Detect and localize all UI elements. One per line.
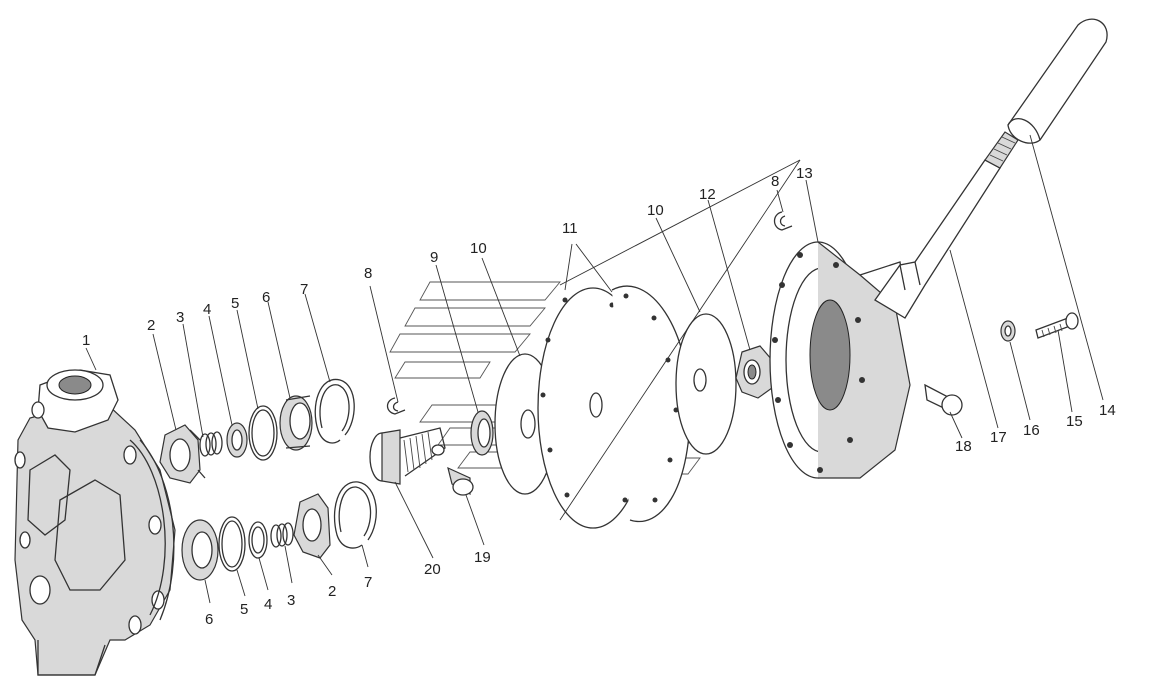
part-4-upper-washer	[226, 422, 248, 458]
callout-20: 20	[424, 561, 441, 578]
part-6-lower-cup	[181, 519, 219, 581]
callout-10-left: 10	[470, 240, 487, 257]
part-2-lower-seat	[293, 493, 331, 559]
part-7-lower-snap-ring	[333, 481, 377, 549]
callout-9: 9	[430, 249, 438, 266]
callout-7-lower: 7	[364, 574, 372, 591]
part-3-upper-spring	[199, 431, 223, 457]
part-15-screw	[1035, 312, 1079, 339]
part-8-right-clip	[773, 211, 793, 231]
leader-lines	[85, 134, 1104, 604]
part-13-cover	[769, 241, 911, 479]
part-8-left-clip	[386, 397, 406, 415]
part-1-valve-body	[14, 369, 176, 676]
part-12-nut	[735, 345, 773, 399]
callout-4-upper: 4	[203, 301, 211, 318]
callout-2-upper: 2	[147, 317, 155, 334]
part-6-upper-cup	[279, 395, 313, 451]
callout-11: 11	[562, 220, 578, 237]
callout-18: 18	[955, 438, 972, 455]
callout-4-lower: 4	[264, 596, 272, 613]
callout-14: 14	[1099, 402, 1116, 419]
callout-5-upper: 5	[231, 295, 239, 312]
part-18-pin	[924, 383, 963, 416]
callout-7-upper: 7	[300, 281, 308, 298]
callout-10-right: 10	[647, 202, 664, 219]
part-17-lever	[874, 159, 1001, 319]
part-3-lower-spring	[270, 522, 294, 548]
callout-15: 15	[1066, 413, 1083, 430]
callout-8-left: 8	[364, 265, 372, 282]
lever-thread	[984, 131, 1019, 169]
part-19-pin	[447, 466, 474, 496]
part-5-lower-ring	[218, 516, 246, 572]
callout-5-lower: 5	[240, 601, 248, 618]
callout-19: 19	[474, 549, 491, 566]
callout-3-lower: 3	[287, 592, 295, 609]
callout-8-right: 8	[771, 173, 779, 190]
callout-12: 12	[699, 186, 716, 203]
callout-13: 13	[796, 165, 813, 182]
callout-1: 1	[82, 332, 90, 349]
callout-6-lower: 6	[205, 611, 213, 628]
part-5-upper-ring	[248, 405, 278, 461]
part-20-plug	[369, 427, 446, 485]
part-9-washer	[470, 410, 494, 456]
callout-17: 17	[990, 429, 1007, 446]
part-7-upper-snap-ring	[314, 378, 355, 444]
callout-labels: 1 2 3 4 5 6 7 2 3 4 5 6 7 8 9 10 11 10 1…	[82, 165, 1116, 628]
part-14-handle-grip	[1007, 18, 1108, 144]
part-10-right-disc	[675, 313, 737, 455]
callout-3-upper: 3	[176, 309, 184, 326]
callout-2-lower: 2	[328, 583, 336, 600]
part-16-nut	[1000, 320, 1016, 342]
part-2-upper-seat	[159, 424, 206, 484]
part-4-lower-washer	[248, 521, 268, 559]
callout-6-upper: 6	[262, 289, 270, 306]
callout-16: 16	[1023, 422, 1040, 439]
